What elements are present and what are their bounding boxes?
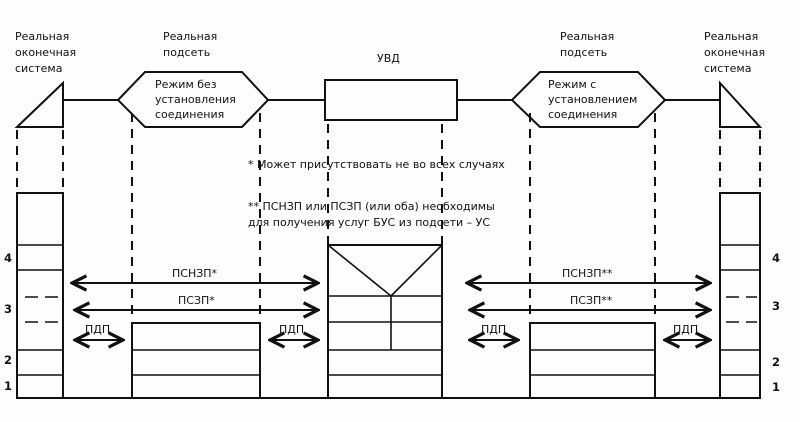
left-subnet-hexagon — [116, 71, 270, 128]
layer-number-right-4: 4 — [772, 251, 780, 265]
left-end-system-label-1: Реальная — [15, 30, 69, 43]
left-end-system-label-3: система — [15, 62, 62, 75]
right-subnet-hexagon — [510, 71, 667, 128]
left-end-system-triangle — [14, 80, 64, 128]
psnzp-left-label: ПСНЗП* — [172, 267, 218, 280]
right-end-system-triangle — [719, 80, 763, 128]
left-mode-label-2: установления — [155, 93, 236, 106]
left-subnet-label-1: Реальная — [163, 30, 217, 43]
pdp-label-4: ПДП — [673, 323, 698, 336]
footnote-2-line-1: ** ПСНЗП или ПСЗП (или оба) необходимы — [248, 200, 495, 213]
left-end-system-label-2: оконечная — [15, 46, 76, 59]
psnzp-right-label: ПСНЗП** — [562, 267, 613, 280]
layer-number-left-2: 2 — [4, 353, 12, 367]
layer-number-left-1: 1 — [4, 379, 12, 393]
layer-number-right-3: 3 — [772, 299, 780, 313]
left-mode-label-1: Режим без — [155, 78, 217, 91]
pdp-label-1: ПДП — [85, 323, 110, 336]
right-mode-label-1: Режим с — [548, 78, 596, 91]
right-mode-label-3: соединения — [548, 108, 617, 121]
right-subnet-label-2: подсеть — [560, 46, 607, 59]
right-end-system-stack — [719, 192, 761, 399]
left-subnet-stack — [131, 322, 261, 399]
left-end-system-stack — [16, 192, 64, 399]
pszp-left-label: ПСЗП* — [178, 294, 215, 307]
right-end-system-label-3: система — [704, 62, 751, 75]
layer-number-left-3: 3 — [4, 302, 12, 316]
left-mode-label-3: соединения — [155, 108, 224, 121]
pdp-label-3: ПДП — [481, 323, 506, 336]
center-device-box — [324, 79, 458, 121]
center-device-label: УВД — [377, 52, 400, 65]
center-relay-stack — [327, 244, 443, 399]
layer-number-right-1: 1 — [772, 380, 780, 394]
left-subnet-label-2: подсеть — [163, 46, 210, 59]
layer-number-right-2: 2 — [772, 355, 780, 369]
right-subnet-stack — [529, 322, 656, 399]
pszp-right-label: ПСЗП** — [570, 294, 613, 307]
right-end-system-label-1: Реальная — [704, 30, 758, 43]
layer-number-left-4: 4 — [4, 251, 12, 265]
right-subnet-label-1: Реальная — [560, 30, 614, 43]
footnote-1: * Может присутствовать не во всех случая… — [248, 158, 505, 171]
footnote-2-line-2: для получения услуг БУС из подсети – УС — [248, 216, 490, 229]
right-mode-label-2: установлением — [548, 93, 637, 106]
pdp-label-2: ПДП — [279, 323, 304, 336]
right-end-system-label-2: оконечная — [704, 46, 765, 59]
